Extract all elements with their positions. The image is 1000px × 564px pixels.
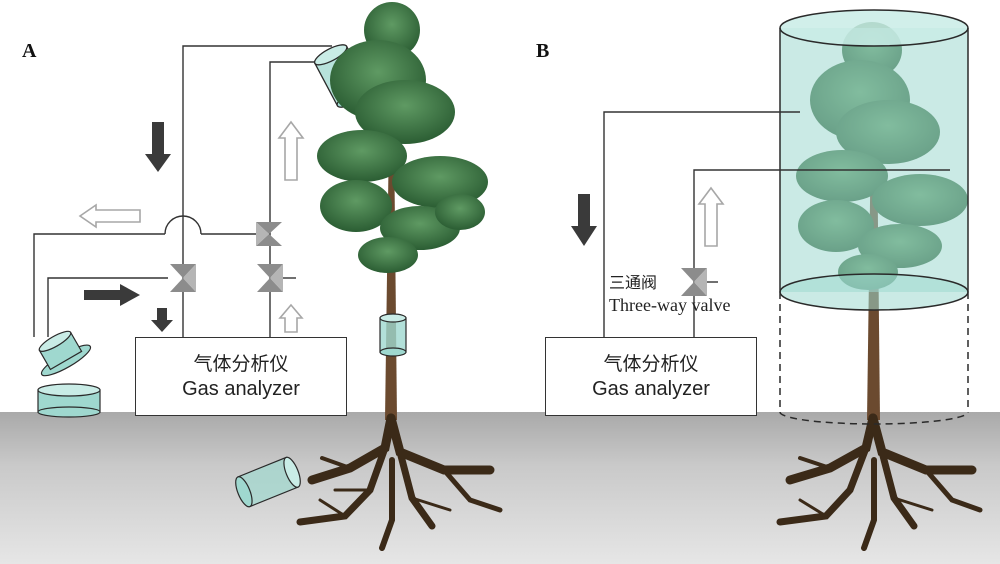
three-way-valve-label-en: Three-way valve: [609, 295, 731, 315]
arrow-right-filled-a: [84, 284, 140, 306]
tree-a-foliage: [317, 2, 488, 273]
three-way-valve-label-zh: 三通阀: [609, 273, 658, 292]
arrow-up-hollow-a-small: [278, 303, 304, 333]
panel-b-label: B: [536, 40, 550, 62]
root-chamber-a: [235, 456, 301, 508]
valve-a-2: [170, 264, 196, 292]
whole-tree-chamber-b: [779, 9, 969, 425]
gas-analyzer-b-en: Gas analyzer: [592, 377, 710, 400]
arrow-left-hollow-a: [78, 203, 141, 229]
panel-b: [571, 9, 983, 551]
tree-b-roots: [776, 413, 983, 551]
ground-band: [0, 412, 1000, 564]
arrow-up-hollow-a-large: [277, 120, 305, 181]
stem-chamber-a: [379, 313, 407, 357]
arrow-up-hollow-b: [697, 186, 725, 247]
arrow-down-filled-b: [571, 194, 597, 246]
panel-a: [33, 2, 503, 551]
arrow-down-filled-a-small: [151, 308, 173, 332]
gas-analyzer-b-zh: 气体分析仪: [603, 352, 699, 375]
gas-analyzer-box-b: 气体分析仪 Gas analyzer: [545, 337, 757, 416]
tree-a-roots: [296, 413, 503, 551]
panel-a-tubing: [33, 45, 332, 337]
three-way-valve-b: [681, 268, 707, 296]
gas-analyzer-a-en: Gas analyzer: [182, 377, 300, 400]
panel-a-label: A: [22, 40, 37, 62]
soil-chamber-a: [37, 330, 101, 418]
arrow-down-filled-a-large: [145, 122, 171, 172]
tree-a: [235, 2, 503, 551]
valve-a-3: [257, 264, 283, 292]
gas-analyzer-box-a: 气体分析仪 Gas analyzer: [135, 337, 347, 416]
three-way-valve-label: 三通阀 Three-way valve: [609, 272, 730, 316]
valve-a-1: [256, 222, 282, 246]
gas-analyzer-a-zh: 气体分析仪: [193, 352, 289, 375]
